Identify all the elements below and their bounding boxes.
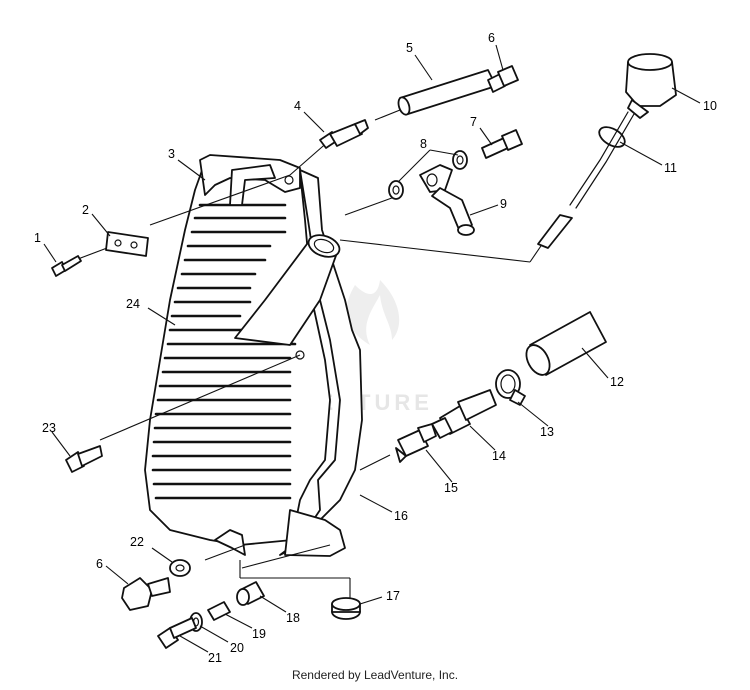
part-11-dipstick xyxy=(537,111,635,249)
callout-12: 12 xyxy=(610,375,624,389)
part-23-bolt xyxy=(65,445,103,473)
part-10-cap xyxy=(625,53,677,119)
callout-11: 11 xyxy=(664,161,677,175)
part-14-fitting xyxy=(431,389,497,439)
callout-24: 24 xyxy=(126,297,140,311)
callout-7: 7 xyxy=(470,115,477,129)
tank-front-face xyxy=(144,161,331,546)
callout-21: 21 xyxy=(208,651,222,665)
callout-4: 4 xyxy=(294,99,301,113)
callout-6-top: 6 xyxy=(488,31,495,45)
assembly-lines xyxy=(69,109,546,598)
part-19-sleeve xyxy=(207,601,231,621)
tank-lower-bracket xyxy=(284,509,346,557)
callout-2: 2 xyxy=(82,203,89,217)
render-credit: Rendered by LeadVenture, Inc. xyxy=(291,668,459,682)
part-12-hose xyxy=(525,311,607,376)
callout-13: 13 xyxy=(540,425,554,439)
callout-labels: 1 2 3 4 5 6 7 8 9 10 11 12 13 14 15 16 1… xyxy=(34,31,717,665)
part-7-bolt xyxy=(481,129,523,159)
part-18-spacer xyxy=(236,581,265,606)
part-8-washers xyxy=(388,150,468,200)
callout-14: 14 xyxy=(492,449,506,463)
part-6-fitting-top xyxy=(487,65,519,93)
part-15-switch xyxy=(395,423,437,463)
callout-17: 17 xyxy=(386,589,400,603)
callout-18: 18 xyxy=(286,611,300,625)
callout-3: 3 xyxy=(168,147,175,161)
callout-23: 23 xyxy=(42,421,56,435)
callout-5: 5 xyxy=(406,41,413,55)
part-22-washer xyxy=(169,559,191,577)
callout-10: 10 xyxy=(703,99,717,113)
callout-6-bottom: 6 xyxy=(96,557,103,571)
vent-loop xyxy=(229,164,276,206)
part-9-banjo xyxy=(419,164,475,236)
part-1-screw xyxy=(51,255,82,277)
part-2-bracket xyxy=(105,231,149,257)
callout-leaders xyxy=(43,44,701,653)
filler-neck xyxy=(234,234,341,346)
part-4-fitting xyxy=(319,119,369,149)
oil-tank xyxy=(144,154,363,557)
part-13-clamp xyxy=(495,369,526,406)
tank-ribs xyxy=(151,203,297,500)
callout-8: 8 xyxy=(420,137,427,151)
part-6-drain-plug xyxy=(121,577,171,611)
callout-22: 22 xyxy=(130,535,144,549)
callout-9: 9 xyxy=(500,197,507,211)
callout-20: 20 xyxy=(230,641,244,655)
callout-1: 1 xyxy=(34,231,41,245)
part-5-hose xyxy=(397,69,497,116)
callout-16: 16 xyxy=(394,509,408,523)
callout-15: 15 xyxy=(444,481,458,495)
part-21-bolt xyxy=(157,617,197,649)
part-17-grommet xyxy=(331,597,361,620)
callout-19: 19 xyxy=(252,627,266,641)
